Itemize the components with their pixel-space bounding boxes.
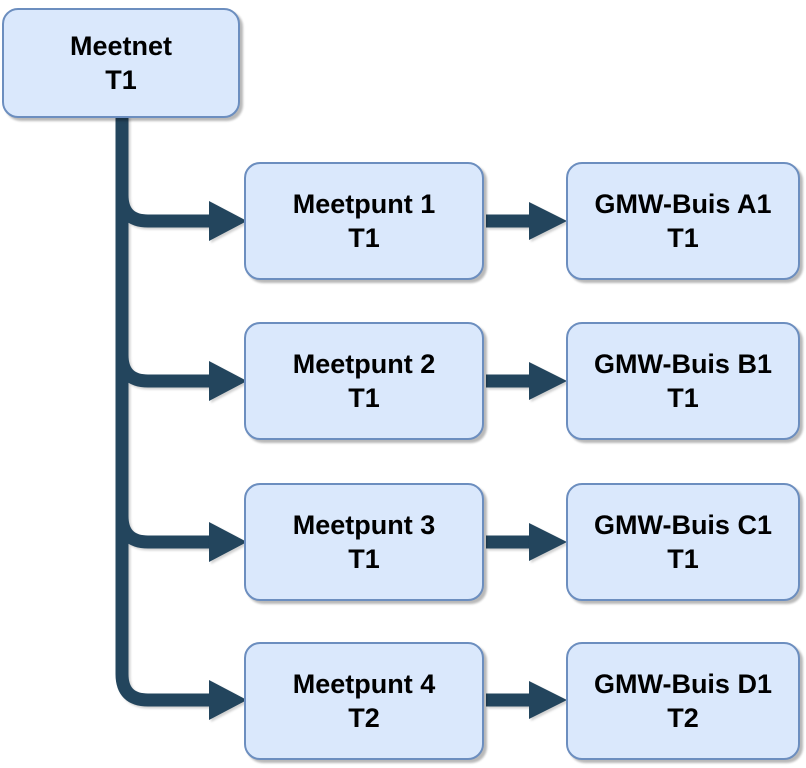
node-label: Meetpunt 1 <box>292 189 436 219</box>
arrowhead-icon <box>209 522 247 562</box>
node-gmw-buis-d1: GMW-Buis D1 T2 <box>566 642 800 760</box>
node-label: GMW-Buis B1 <box>594 349 772 379</box>
node-label: Meetnet <box>69 31 172 61</box>
connector-root-to-meetpunt-1 <box>115 116 211 228</box>
node-code: T1 <box>105 65 137 95</box>
node-meetpunt-2: Meetpunt 2 T1 <box>244 322 484 440</box>
node-label: Meetpunt 2 <box>292 349 436 379</box>
node-label: GMW-Buis D1 <box>594 669 772 699</box>
connector-root-to-meetpunt-2 <box>115 116 211 388</box>
node-code: T1 <box>348 383 380 413</box>
node-label: GMW-Buis A1 <box>594 189 772 219</box>
node-meetpunt-3: Meetpunt 3 T1 <box>244 483 484 601</box>
arrowhead-icon <box>209 680 247 720</box>
node-meetpunt-4: Meetpunt 4 T2 <box>244 642 484 760</box>
arrowhead-icon <box>529 523 567 561</box>
node-label: GMW-Buis C1 <box>594 510 772 540</box>
node-code: T1 <box>348 223 380 253</box>
node-code: T1 <box>667 383 699 413</box>
node-gmw-buis-b1: GMW-Buis B1 T1 <box>566 322 800 440</box>
connector-root-to-meetpunt-4 <box>115 116 211 707</box>
node-code: T1 <box>667 223 699 253</box>
arrowhead-icon <box>529 202 567 240</box>
node-meetpunt-1: Meetpunt 1 T1 <box>244 162 484 280</box>
node-code: T2 <box>348 703 380 733</box>
connector-root-to-meetpunt-3 <box>115 116 211 549</box>
node-label: Meetpunt 3 <box>292 510 436 540</box>
arrowhead-icon <box>209 201 247 241</box>
node-meetnet: Meetnet T1 <box>2 8 240 118</box>
arrowhead-icon <box>529 362 567 400</box>
node-code: T2 <box>667 703 699 733</box>
node-gmw-buis-c1: GMW-Buis C1 T1 <box>566 483 800 601</box>
arrowhead-icon <box>209 361 247 401</box>
node-label: Meetpunt 4 <box>292 669 436 699</box>
node-gmw-buis-a1: GMW-Buis A1 T1 <box>566 162 800 280</box>
node-code: T1 <box>348 544 380 574</box>
node-code: T1 <box>667 544 699 574</box>
arrowhead-icon <box>529 681 567 719</box>
